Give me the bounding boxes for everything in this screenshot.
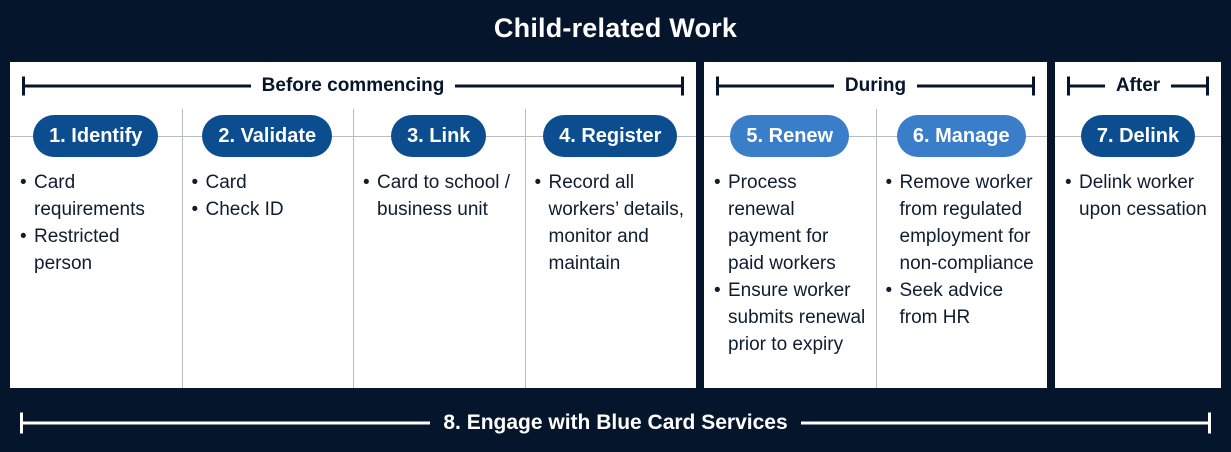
phase-label: During (833, 74, 918, 97)
bracket-cap-start (22, 76, 25, 95)
step-column-delink: 7. Delink Delink worker upon cessation (1055, 109, 1221, 388)
step-bullets-renew: Process renewal payment for paid workers… (704, 169, 876, 358)
list-item: Check ID (192, 196, 346, 223)
bracket-line-right (875, 84, 1035, 87)
bracket-cap-end (1206, 76, 1209, 95)
step-column-link: 3. Link Card to school / business unit (353, 109, 525, 388)
step-pill-identify[interactable]: 1. Identify (33, 115, 159, 157)
bracket-line-right (353, 84, 684, 87)
step-pill-delink[interactable]: 7. Delink (1080, 115, 1196, 157)
phase-heading-before-commencing: Before commencing (10, 62, 696, 109)
infographic-title-bar: Child-related Work (0, 0, 1231, 57)
step-bullets-delink: Delink worker upon cessation (1055, 169, 1221, 223)
list-item: Card (192, 169, 346, 196)
footer-bracket-cap-start (20, 412, 23, 433)
step-columns: 5. Renew Process renewal payment for pai… (704, 109, 1047, 388)
step-bullets-register: Record all workers’ details, monitor and… (525, 169, 697, 277)
step-pill-renew[interactable]: 5. Renew (730, 115, 850, 157)
phase-panel-during: During 5. Renew Process renewal payment … (704, 62, 1047, 388)
footer-bracket: 8. Engage with Blue Card Services (10, 393, 1221, 452)
list-item: Remove worker from regulated employment … (886, 169, 1040, 277)
phase-heading-during: During (704, 62, 1047, 109)
bracket-cap-end (681, 76, 684, 95)
list-item: Delink worker upon cessation (1065, 169, 1213, 223)
list-item: Restricted person (20, 223, 174, 277)
bracket-line-left (22, 84, 353, 87)
step-columns: 7. Delink Delink worker upon cessation (1055, 109, 1221, 388)
step-bullets-manage: Remove worker from regulated employment … (876, 169, 1048, 331)
bracket-cap-start (716, 76, 719, 95)
footer-bracket-cap-end (1208, 412, 1211, 433)
bracket-cap-start (1067, 76, 1070, 95)
page-title: Child-related Work (493, 13, 738, 43)
footer-label: 8. Engage with Blue Card Services (430, 410, 801, 435)
bracket-line-left (716, 84, 876, 87)
phase-panels: Before commencing 1. Identify Card requi… (0, 57, 1231, 393)
step-bullets-validate: Card Check ID (182, 169, 354, 223)
list-item: Record all workers’ details, monitor and… (535, 169, 689, 277)
step-column-register: 4. Register Record all workers’ details,… (524, 109, 697, 388)
footer-bar: 8. Engage with Blue Card Services (0, 393, 1231, 452)
step-pill-link[interactable]: 3. Link (391, 115, 487, 157)
step-column-manage: 6. Manage Remove worker from regulated e… (875, 109, 1048, 388)
list-item: Process renewal payment for paid workers (714, 169, 868, 277)
step-columns: 1. Identify Card requirements Restricted… (10, 109, 696, 388)
list-item: Ensure worker submits renewal prior to e… (714, 277, 868, 358)
bracket-line-left (1067, 84, 1138, 87)
footer-bracket-line-right (615, 421, 1211, 424)
step-pill-manage[interactable]: 6. Manage (896, 115, 1026, 157)
step-column-validate: 2. Validate Card Check ID (181, 109, 354, 388)
list-item: Card to school / business unit (363, 169, 517, 223)
phase-panel-after: After 7. Delink Delink worker upon cessa… (1055, 62, 1221, 388)
step-column-identify: 1. Identify Card requirements Restricted… (10, 109, 182, 388)
step-bullets-identify: Card requirements Restricted person (10, 169, 182, 277)
step-bullets-link: Card to school / business unit (353, 169, 525, 223)
phase-label: After (1104, 74, 1172, 97)
bracket-line-right (1138, 84, 1209, 87)
phase-panel-before-commencing: Before commencing 1. Identify Card requi… (10, 62, 696, 388)
list-item: Seek advice from HR (886, 277, 1040, 331)
phase-label: Before commencing (250, 74, 456, 97)
step-pill-validate[interactable]: 2. Validate (202, 115, 333, 157)
phase-heading-after: After (1055, 62, 1221, 109)
step-pill-register[interactable]: 4. Register (543, 115, 678, 157)
bracket-cap-end (1032, 76, 1035, 95)
step-column-renew: 5. Renew Process renewal payment for pai… (704, 109, 876, 388)
footer-bracket-line-left (20, 421, 616, 424)
list-item: Card requirements (20, 169, 174, 223)
